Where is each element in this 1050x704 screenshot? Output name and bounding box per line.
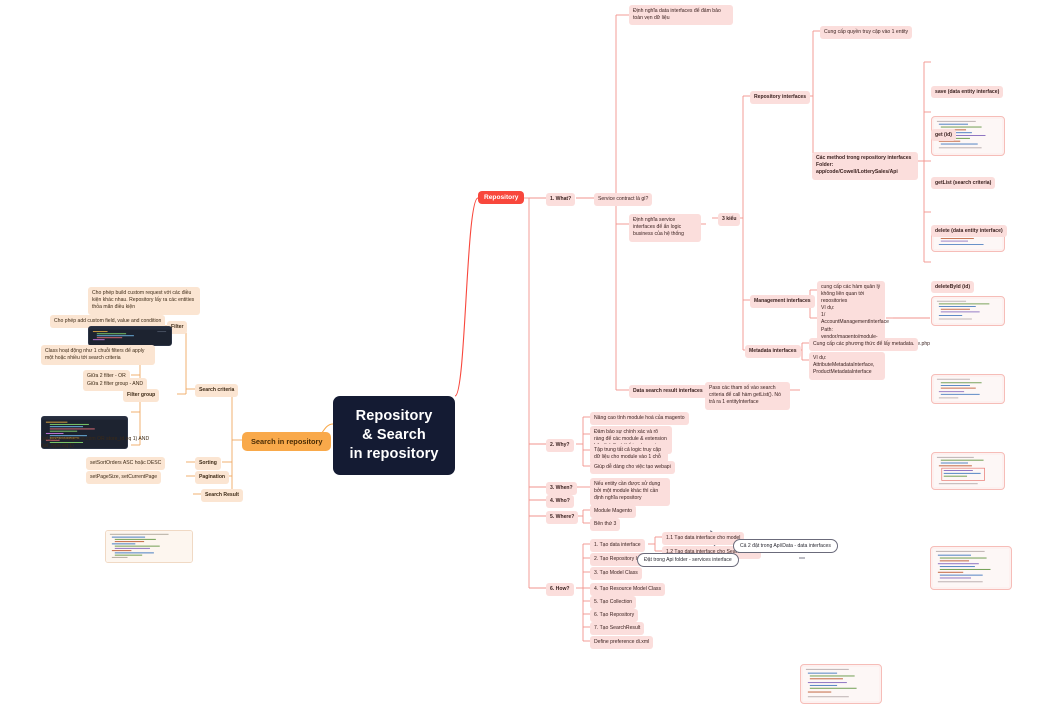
code-screenshot-delete[interactable]: [931, 374, 1005, 404]
right-node-how-step-4[interactable]: 4. Tạo Resource Model Class: [590, 583, 666, 597]
right-node-where-item-1[interactable]: Module Magento: [590, 505, 636, 519]
repository-methods-line1: Các method trong repository interfaces: [816, 155, 912, 161]
right-node-metadata-example[interactable]: Ví dụ: AttributeMetadataInterface, Produ…: [809, 352, 885, 380]
method-label-getlist[interactable]: getList (search criteria): [931, 177, 996, 189]
code-thumbnail-search-result-image: [106, 531, 192, 562]
method-label-get[interactable]: get (id): [931, 129, 956, 141]
right-node-how-step-preference[interactable]: Define preference di.xml: [590, 636, 654, 650]
management-example-line2: 1/ AccountManagementInterface: [821, 312, 889, 326]
code-screenshot-getlist-image: [934, 299, 1002, 323]
code-screenshot-management[interactable]: [930, 546, 1012, 590]
right-node-management-interfaces[interactable]: Management interfaces: [750, 295, 815, 309]
left-node-pagination-description[interactable]: setPageSize, setCurrentPage: [86, 471, 162, 485]
right-node-how-step-6[interactable]: 6. Tạo Repository: [590, 609, 639, 623]
left-node-filter-group-rule-and[interactable]: Giữa 2 filter group - AND: [83, 378, 148, 392]
right-node-data-search-result-description[interactable]: Pass các tham số vào search criteria để …: [705, 382, 790, 410]
right-node-metadata-description[interactable]: Cung cấp các phương thức để lấy metadata…: [809, 338, 919, 352]
code-screenshot-search-criteria-image: [803, 667, 879, 701]
metadata-example-line1: Ví dụ: AttributeMetadataInterface,: [813, 355, 875, 369]
management-example-line1: Ví dụ:: [821, 305, 835, 311]
code-screenshot-deletebyid[interactable]: [931, 452, 1005, 490]
right-node-repository-methods[interactable]: Các method trong repository interfaces F…: [812, 152, 918, 180]
central-node[interactable]: Repository & Search in repository: [333, 396, 455, 476]
right-node-repository-access[interactable]: Cung cấp quyền truy cập vào 1 entity: [820, 26, 913, 40]
code-thumbnail-filter-image: [89, 327, 171, 345]
callout-api-data-interfaces[interactable]: Cả 2 đặt trong Api\Data - data interface…: [733, 539, 838, 553]
code-screenshot-delete-image: [934, 377, 1002, 401]
left-node-filter-group-example[interactable]: (url_like %magento.com OR store_id eq 1)…: [41, 436, 150, 450]
code-screenshot-search-criteria[interactable]: [800, 664, 882, 704]
branch-badge-search-in-repository[interactable]: Search in repository: [242, 432, 332, 451]
right-node-how-step-5[interactable]: 5. Tạo Collection: [590, 596, 637, 610]
right-node-how-step-7[interactable]: 7. Tạo SearchResult: [590, 622, 645, 636]
left-node-filter-add-custom[interactable]: Cho phép add custom field, value and con…: [50, 315, 166, 329]
right-node-service-contract[interactable]: Service contract là gì?: [594, 193, 653, 207]
right-node-how-step-1-1[interactable]: 1.1 Tạo data interface cho model: [662, 532, 745, 546]
method-label-deletebyid[interactable]: deleteById (id): [931, 281, 975, 293]
right-node-how-step-3[interactable]: 3. Tạo Model Class: [590, 567, 642, 581]
left-node-search-result[interactable]: Search Result: [201, 489, 243, 503]
left-node-filter[interactable]: Filter: [167, 321, 188, 335]
metadata-example-line2: ProductMetadataInterface: [813, 369, 872, 376]
right-node-question-why[interactable]: 2. Why?: [546, 439, 574, 453]
code-thumbnail-filter-group-image: [42, 417, 127, 448]
right-node-why-item-3[interactable]: Tập trung tất cả logic truy cập dữ liệu …: [590, 444, 668, 465]
code-screenshot-management-image: [933, 549, 1009, 587]
code-screenshot-deletebyid-image: [934, 455, 1002, 487]
right-node-where-item-2[interactable]: Bên thứ 3: [590, 518, 621, 532]
right-node-data-interfaces[interactable]: Định nghĩa data interfaces để đảm bảo to…: [629, 5, 733, 26]
right-node-why-item-1[interactable]: Nâng cao tính module hoá của magento: [590, 412, 689, 426]
left-node-filter-description[interactable]: Cho phép build custom request với các đi…: [88, 287, 200, 315]
right-node-question-who[interactable]: 4. Who?: [546, 495, 574, 509]
left-node-sorting-description[interactable]: setSortOrders ASC hoặc DESC: [86, 457, 166, 471]
right-node-when-item[interactable]: Nếu entity cần được sử dụng bởi một modu…: [590, 478, 670, 506]
branch-badge-repository[interactable]: Repository: [478, 191, 525, 204]
left-node-filter-group[interactable]: Filter group: [123, 389, 160, 403]
callout-api-services-interface[interactable]: Đặt trong Api folder - services interfac…: [637, 553, 739, 567]
central-title-line2: in repository: [349, 446, 439, 463]
method-label-save[interactable]: save (data entity interface): [931, 86, 1004, 98]
right-node-question-when[interactable]: 3. When?: [546, 482, 577, 496]
code-screenshot-getlist[interactable]: [931, 296, 1005, 326]
management-example-line3: Path: vendor/magento/module-: [821, 326, 878, 340]
repository-methods-line2: Folder: app/code/Cowell/LotterySales/Api: [816, 162, 898, 176]
right-node-service-interfaces[interactable]: Định nghĩa service interfaces để ẩn logi…: [629, 214, 701, 242]
code-thumbnail-search-result[interactable]: [105, 530, 193, 563]
left-node-pagination[interactable]: Pagination: [195, 471, 230, 485]
right-node-question-how[interactable]: 6. How?: [546, 583, 574, 597]
method-label-delete[interactable]: delete (data entity interface): [931, 225, 1007, 237]
left-node-sorting[interactable]: Sorting: [195, 457, 221, 471]
right-node-metadata-interfaces[interactable]: Metadata interfaces: [745, 345, 801, 359]
central-title-line1: Repository & Search: [355, 408, 433, 444]
code-thumbnail-filter[interactable]: [88, 326, 172, 346]
right-node-how-step-1[interactable]: 1. Tạo data interface: [590, 539, 645, 553]
right-node-why-item-4[interactable]: Giúp dễ dàng cho việc tạo webapi: [590, 461, 675, 475]
left-node-filter-group-description[interactable]: Class hoạt động như 1 chuỗi filters để a…: [41, 345, 155, 366]
right-node-question-where[interactable]: 5. Where?: [546, 511, 579, 525]
code-thumbnail-filter-group[interactable]: [41, 416, 128, 449]
right-node-data-search-result-interfaces[interactable]: Data search result interfaces: [629, 385, 707, 399]
right-node-question-what[interactable]: 1. What?: [546, 193, 576, 207]
right-node-repository-interfaces[interactable]: Repository interfaces: [750, 91, 811, 105]
left-node-search-criteria[interactable]: Search criteria: [195, 384, 239, 398]
right-node-three-kinds[interactable]: 3 kiểu: [718, 213, 741, 227]
